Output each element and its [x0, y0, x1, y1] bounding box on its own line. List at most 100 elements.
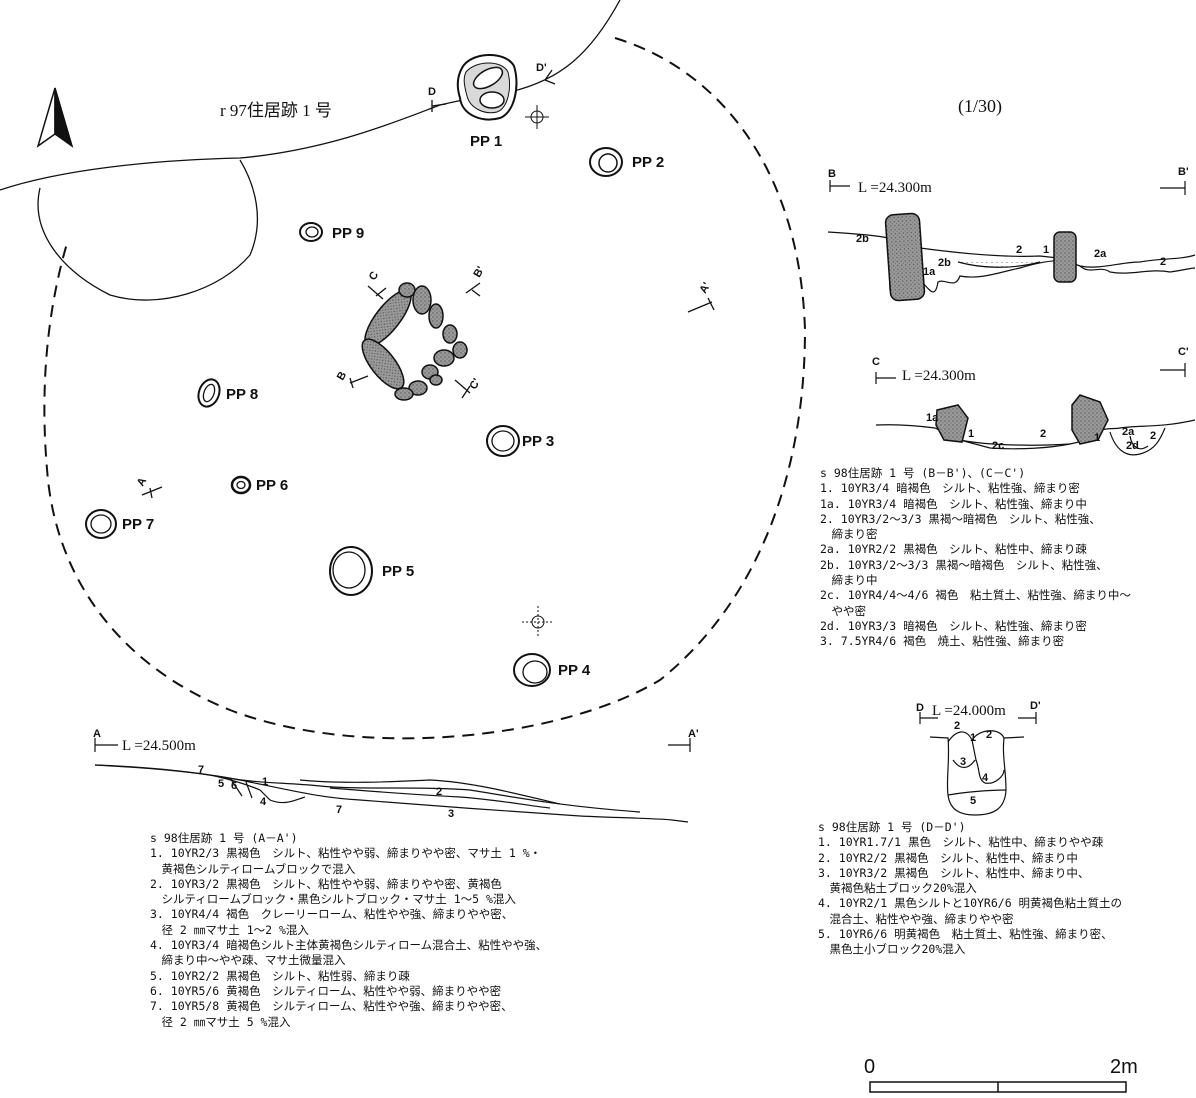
note-line: 4. 10YR2/1 黒色シルトと10YR6/6 明黄褐色粘土質土の: [818, 896, 1123, 911]
dd-layer-6: 5: [970, 795, 977, 807]
note-line: 1. 10YR3/4 暗褐色 シルト、粘性強、締まり密: [820, 481, 1080, 496]
mark-d-section: D: [916, 702, 924, 714]
mark-c-prime-section: C': [1178, 346, 1189, 358]
label-pp7: PP 7: [122, 516, 155, 533]
posthole-pp7: [85, 509, 117, 539]
posthole-pp2: [589, 147, 623, 177]
survey-point-north: [525, 105, 549, 129]
note-line: やや密: [820, 603, 866, 618]
aa-layer-6: 2: [436, 786, 443, 798]
level-cc: L =24.300m: [902, 368, 976, 384]
note-line: 1a. 10YR3/4 暗褐色 シルト、粘性強、締まり中: [820, 496, 1087, 511]
aa-layer-3: 6: [231, 780, 238, 792]
posthole-pp8: [197, 378, 221, 408]
note-line: 6. 10YR5/6 黄褐色 シルティローム、粘性やや弱、締まりやや密: [150, 983, 502, 998]
label-pp6: PP 6: [256, 477, 289, 494]
label-pp2: PP 2: [632, 154, 665, 171]
note-line: 黄褐色シルティロームブロックで混入: [150, 861, 356, 876]
notes-aa: s 98住居跡 1 号 (A－A') 1. 10YR2/3 黒褐色 シルト、粘性…: [150, 831, 547, 1030]
posthole-pp1: [456, 53, 518, 121]
mark-a-prime-section: A': [688, 728, 699, 740]
scale-bar-end: 2m: [1110, 1056, 1138, 1078]
dwelling-97-lobe: [37, 159, 259, 301]
notes-bc: s 98住居跡 1 号 (B－B')、(C－C') 1. 10YR3/4 暗褐色…: [820, 466, 1131, 650]
notes-dd: s 98住居跡 1 号 (D－D') 1. 10YR1.7/1 黒色 シルト、粘…: [818, 820, 1122, 958]
note-line: シルティロームブロック・黒色シルトブロック・マサ土 1～5 %混入: [150, 892, 516, 907]
bb-layer-3: 2b: [938, 257, 951, 269]
cc-layer-4: 2: [1040, 428, 1047, 440]
note-line: 2c. 10YR4/4～4/6 褐色 粘土質土、粘性強、締まり中～: [820, 588, 1131, 603]
note-line: 径 2 ㎜マサ土 1～2 %混入: [150, 922, 309, 937]
dwelling-97-label: r 97住居跡 1 号: [220, 101, 332, 120]
note-line: 黒色土小ブロック20%混入: [818, 942, 966, 957]
bb-layer-1: 2b: [856, 233, 869, 245]
cc-layer-8: 2: [1150, 430, 1157, 442]
note-line: 3. 10YR4/4 褐色 クレーリーローム、粘性やや強、締まりやや密、: [150, 907, 514, 922]
mark-b-section: B: [828, 168, 836, 180]
survey-point-south: [522, 606, 554, 638]
note-line: 1. 10YR1.7/1 黒色 シルト、粘性中、締まりやや疎: [818, 835, 1104, 850]
scale-bar-start: 0: [864, 1056, 876, 1078]
label-pp5: PP 5: [382, 563, 415, 580]
section-bb-stone-right: [1053, 231, 1077, 283]
note-line: 5. 10YR6/6 明黄褐色 粘土質土、粘性強、締まり密、: [818, 927, 1113, 942]
dwelling-98-outline: [43, 37, 807, 740]
label-pp1: PP 1: [470, 133, 503, 150]
section-cc-stone-left: [935, 404, 969, 443]
section-markers-plan: [141, 69, 715, 499]
dd-layer-5: 4: [982, 772, 989, 784]
mark-d: D: [428, 86, 436, 98]
cc-layer-5: 1: [1094, 432, 1101, 444]
dwelling-97-outline: [0, 0, 621, 191]
note-line: 3. 10YR3/2 黒褐色 シルト、粘性中、締まり中、: [818, 865, 1090, 880]
posthole-pp5: [329, 546, 373, 596]
aa-layer-4: 1: [262, 776, 269, 788]
scale-ratio: (1/30): [958, 96, 1002, 116]
bb-layer-5: 1: [1043, 244, 1050, 256]
dd-layer-3: 2: [986, 729, 993, 741]
level-bb: L =24.300m: [858, 180, 932, 196]
note-line: 締まり中: [820, 573, 878, 588]
aa-layer-2: 5: [218, 778, 225, 790]
note-line: 混合土、粘性やや強、締まりやや密: [818, 911, 1014, 926]
note-line: 2b. 10YR3/2～3/3 黒褐～暗褐色 シルト、粘性強、: [820, 557, 1108, 572]
note-line: 2. 10YR2/2 黒褐色 シルト、粘性中、締まり中: [818, 850, 1078, 865]
posthole-pp3: [486, 425, 520, 457]
note-line: 2. 10YR3/2～3/3 黒褐～暗褐色 シルト、粘性強、: [820, 511, 1101, 526]
bb-layer-2: 1a: [923, 266, 936, 278]
section-bb-profile: [827, 180, 1196, 299]
label-pp8: PP 8: [226, 386, 259, 403]
aa-layer-8: 3: [448, 808, 455, 820]
level-aa: L =24.500m: [122, 738, 196, 754]
level-dd: L =24.000m: [932, 703, 1006, 719]
label-pp4: PP 4: [558, 662, 591, 679]
dd-layer-2: 1: [970, 732, 977, 744]
aa-layer-1: 7: [198, 764, 205, 776]
section-cc-stone-right: [1071, 394, 1109, 445]
mark-c-section: C: [872, 356, 880, 368]
aa-layer-5: 4: [260, 796, 267, 808]
bb-layer-6: 2a: [1094, 248, 1107, 260]
cc-layer-3: 2c: [992, 440, 1005, 452]
note-line: 2. 10YR3/2 黒褐色 シルト、粘性やや弱、締まりやや密、黄褐色: [150, 876, 502, 891]
note-line: 径 2 ㎜マサ土 5 %混入: [150, 1014, 291, 1029]
note-line: 1. 10YR2/3 黒褐色 シルト、粘性やや弱、締まりやや密、マサ土 1 %・: [150, 846, 542, 861]
label-pp3: PP 3: [522, 433, 555, 450]
note-line: s 98住居跡 1 号 (D－D'): [818, 820, 966, 834]
aa-layer-7: 7: [336, 804, 343, 816]
mark-d-prime-section: D': [1030, 700, 1041, 712]
bb-layer-4: 2: [1016, 244, 1023, 256]
note-line: s 98住居跡 1 号 (A－A'): [150, 831, 298, 845]
note-line: 4. 10YR3/4 暗褐色シルト主体黄褐色シルティローム混合土、粘性やや強、: [150, 938, 548, 953]
section-cc-profile: [875, 363, 1196, 456]
bb-layer-7: 2: [1160, 256, 1167, 268]
cc-layer-6: 2a: [1122, 426, 1135, 438]
label-pp9: PP 9: [332, 225, 365, 242]
section-bb-stone-left: [884, 212, 926, 302]
note-line: 7. 10YR5/8 黄褐色 シルティローム、粘性やや強、締まりやや密、: [150, 999, 513, 1014]
posthole-pp9: [299, 222, 323, 242]
note-line: 3. 7.5YR4/6 褐色 焼土、粘性強、締まり密: [820, 634, 1065, 649]
scale-bar: [869, 1081, 1127, 1093]
cc-layer-7: 2d: [1126, 440, 1139, 452]
mark-d-prime: D': [536, 62, 547, 74]
